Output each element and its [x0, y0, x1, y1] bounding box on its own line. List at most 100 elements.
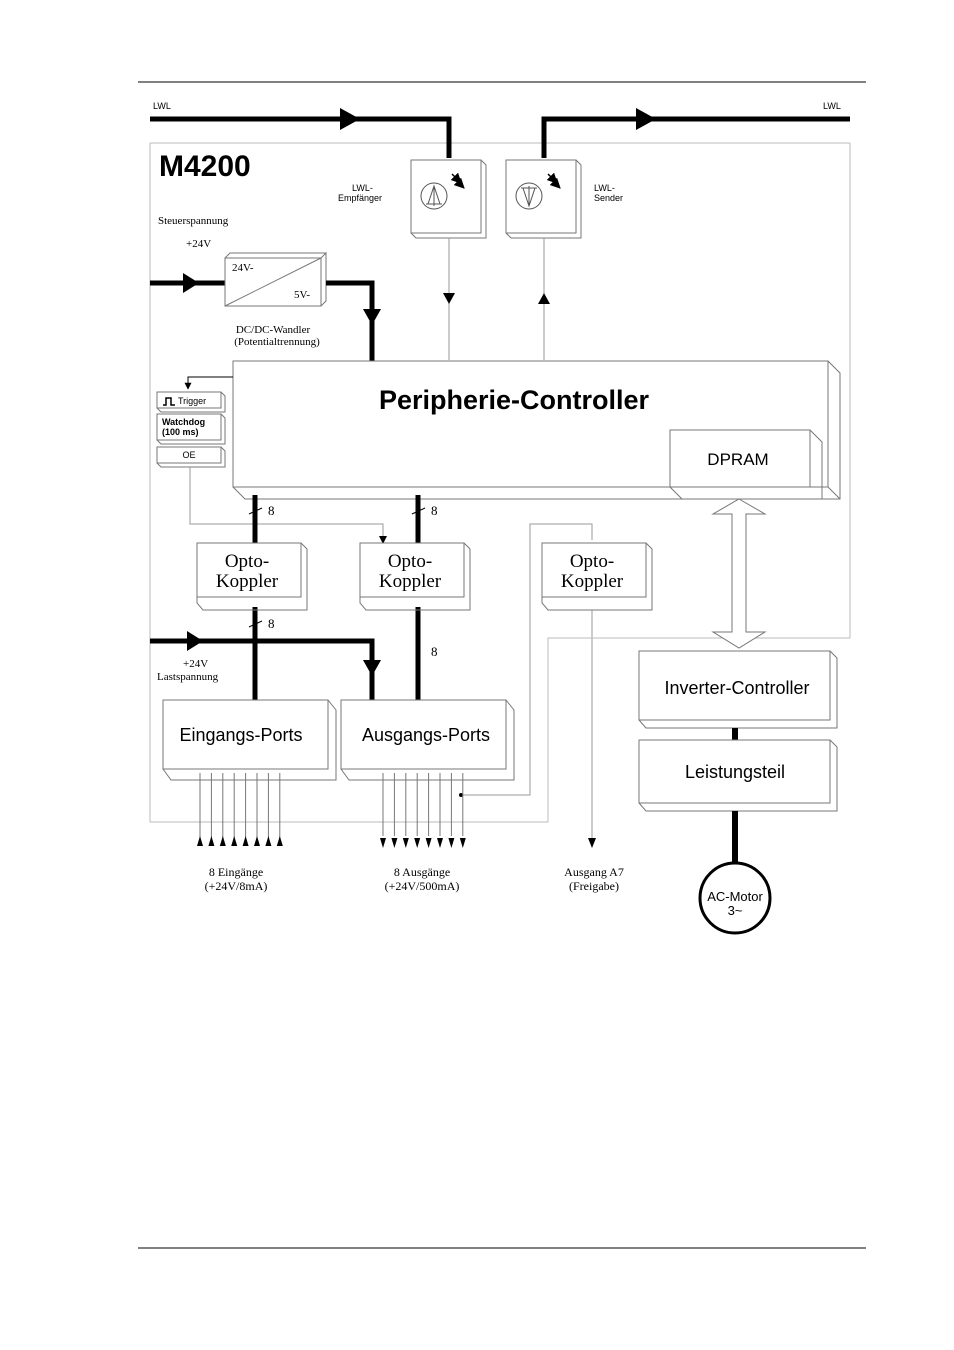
input-arrow-icon [276, 836, 283, 846]
receiver-label-2: Empfänger [338, 193, 382, 203]
a7-junction [459, 793, 463, 797]
output-arrow-icon [380, 838, 386, 848]
ac-motor-label-1: AC-Motor [707, 889, 763, 904]
module-frame [149, 142, 851, 823]
dpram-box [669, 429, 823, 500]
receiver-label-1: LWL- [352, 183, 373, 193]
watchdog-label-1: Watchdog [162, 417, 205, 427]
load-voltage-arrow-down [363, 660, 381, 676]
power-stage-box [638, 739, 838, 812]
output-arrow-icon [414, 838, 421, 848]
sender-link-arrow [538, 293, 550, 304]
input-arrow-icon [208, 836, 215, 846]
opto-label-1: Opto- [225, 551, 269, 572]
dpram-label: DPRAM [707, 450, 768, 469]
lwl-left-label: LWL [153, 101, 171, 111]
load-voltage-line [150, 638, 375, 700]
input-ports-box [162, 699, 337, 781]
watchdog-label-2: (100 ms) [162, 427, 199, 437]
light-arrow-icon [450, 172, 465, 189]
trigger-feed-line [184, 376, 233, 390]
a7-caption-2: (Freigabe) [569, 879, 619, 893]
inputs-caption-2: (+24V/8mA) [205, 879, 268, 893]
opto-coupler-box [359, 542, 471, 611]
inverter-controller-box [638, 650, 838, 729]
lwl-receiver-box [410, 159, 487, 239]
dcdc-out-label: 5V- [294, 289, 310, 301]
load-voltage-label: Lastspannung [157, 671, 219, 683]
a7-caption-1: Ausgang A7 [564, 865, 624, 879]
input-arrow-icon [242, 836, 249, 846]
load-voltage-value: +24V [183, 658, 208, 670]
trigger-label: Trigger [178, 396, 206, 406]
output-arrow-icon [459, 838, 466, 848]
input-arrow-icon [197, 836, 203, 846]
load-voltage-arrow [187, 631, 203, 651]
input-ports-label: Eingangs-Ports [179, 725, 302, 745]
output-arrow-icon [425, 838, 432, 848]
oe-box [156, 446, 226, 468]
output-arrow-icon [391, 838, 398, 848]
output-lines [380, 773, 466, 848]
bus-width-label: 8 [431, 503, 438, 518]
output-arrow-icon [437, 838, 443, 848]
dcdc-output-arrow [363, 309, 381, 325]
lwl-lines [150, 116, 850, 158]
control-voltage-value: +24V [186, 238, 211, 250]
dcdc-in-label: 24V- [232, 262, 254, 274]
sender-label-1: LWL- [594, 183, 615, 193]
light-arrow-icon [546, 172, 561, 189]
lwl-right-label: LWL [823, 101, 841, 111]
watchdog-box [156, 413, 226, 445]
a7-output-arrow [588, 838, 596, 848]
peripherie-controller-label: Peripherie-Controller [379, 385, 650, 415]
power-stage-label: Leistungsteil [685, 762, 785, 782]
opto-label-2: Koppler [216, 571, 279, 592]
input-arrow-icon [254, 836, 260, 846]
sender-label-2: Sender [594, 193, 623, 203]
dcdc-caption-1: DC/DC-Wandler [236, 324, 311, 336]
outputs-caption-2: (+24V/500mA) [385, 879, 460, 893]
lwl-sender-box [505, 159, 582, 239]
oe-label: OE [182, 450, 195, 460]
inputs-caption-1: 8 Eingänge [209, 865, 263, 879]
opto-coupler-box [196, 542, 308, 611]
dcdc-output-line [326, 280, 375, 362]
opto-label-1: Opto- [388, 551, 432, 572]
opto-label-1: Opto- [570, 551, 614, 572]
oe-arrow [379, 536, 387, 544]
opto-label-2: Koppler [561, 571, 624, 592]
trigger-box [156, 391, 226, 413]
inverter-controller-label: Inverter-Controller [664, 678, 809, 698]
output-arrow-icon [448, 838, 455, 848]
output-ports-box [340, 699, 515, 781]
input-arrow-icon [265, 836, 272, 846]
opto-coupler-box [541, 542, 653, 611]
dpram-inverter-double-arrow [711, 498, 767, 649]
input-lines [197, 773, 283, 846]
control-voltage-arrow [183, 273, 199, 293]
input-arrow-icon [219, 836, 226, 846]
bus-width-label: 8 [431, 644, 438, 659]
dcdc-converter-box [224, 251, 327, 307]
outputs-caption-1: 8 Ausgänge [394, 865, 450, 879]
a7-feed-line [461, 523, 593, 796]
input-arrow-icon [231, 836, 238, 846]
bus-ticks [248, 507, 426, 628]
output-arrow-icon [402, 838, 409, 848]
oe-line [189, 467, 384, 540]
output-ports-label: Ausgangs-Ports [362, 725, 490, 745]
bus-width-label: 8 [268, 503, 275, 518]
control-voltage-label: Steuerspannung [158, 215, 229, 227]
bus-lines [252, 495, 421, 700]
pulse-icon [163, 397, 175, 406]
lwl-arrow-out [636, 108, 656, 130]
lwl-arrow-in [340, 108, 360, 130]
ac-motor-symbol [698, 861, 772, 935]
ac-motor-label-2: 3~ [728, 903, 743, 918]
opto-label-2: Koppler [379, 571, 442, 592]
receiver-link-arrow [443, 293, 455, 304]
dcdc-caption-2: (Potentialtrennung) [234, 336, 320, 348]
bus-width-label: 8 [268, 616, 275, 631]
